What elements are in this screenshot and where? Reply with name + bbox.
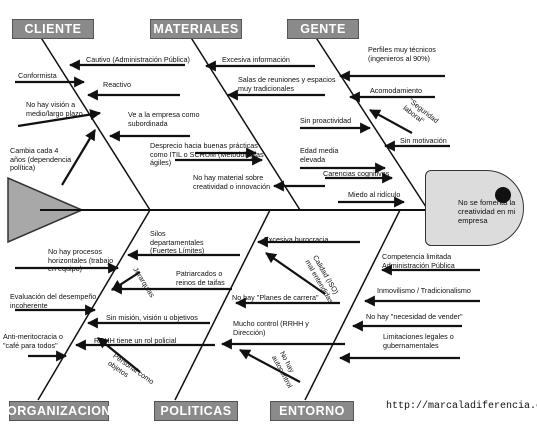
- bone-gente: [314, 35, 429, 211]
- source-url[interactable]: http://marcaladiferencia.com: [386, 401, 537, 412]
- cause-org-7: RRHH tiene un rol policial: [94, 336, 177, 345]
- bone-entorno: [304, 209, 401, 401]
- cause-gente-2: Acomodamiento: [370, 86, 422, 95]
- cause-materiales-1: Excesiva información: [222, 55, 290, 64]
- category-organizacion: ORGANIZACION: [7, 401, 110, 421]
- cause-pol-1: Excesiva burocracia: [264, 235, 329, 244]
- cause-materiales-4: No hay material sobre creatividad o inno…: [193, 173, 271, 191]
- cause-cliente-2: Conformista: [18, 71, 57, 80]
- arrow-cliente-4: [17, 109, 102, 128]
- arrow-gente-3: [369, 109, 413, 134]
- cause-org-5: Evaluación del desempeño incoherente: [10, 292, 97, 310]
- cause-cliente-6: Cambia cada 4 años (dependencia política…: [10, 146, 72, 172]
- arrow-org-4: [111, 271, 141, 291]
- category-materiales: MATERIALES: [150, 19, 242, 39]
- arrow-pol-5: [239, 349, 301, 383]
- cause-pol-3: No hay "Planes de carrera": [232, 293, 319, 302]
- cause-org-3: Patriarcados o reinos de taifas: [176, 269, 225, 287]
- cause-cliente-4: No hay visión a medio/largo plazo: [26, 100, 83, 118]
- category-politicas: POLITICAS: [154, 401, 238, 421]
- bone-politicas: [174, 209, 271, 401]
- cause-materiales-3: Desprecio hacia buenas prácticas como IT…: [150, 141, 264, 167]
- category-entorno: ENTORNO: [270, 401, 354, 421]
- cause-materiales-2: Salas de reuniones y espacios muy tradic…: [238, 75, 336, 93]
- category-gente: GENTE: [287, 19, 359, 39]
- cause-gente-8: Miedo al ridículo: [348, 190, 401, 199]
- category-cliente: CLIENTE: [12, 19, 94, 39]
- fish-head: [425, 170, 524, 246]
- cause-pol-4: Mucho control (RRHH y Dirección): [233, 319, 309, 337]
- cause-gente-1: Perfiles muy técnicos (ingenieros al 90%…: [368, 45, 436, 63]
- cause-cliente-1: Cautivo (Administración Pública): [86, 55, 190, 64]
- fish-eye: [495, 187, 511, 203]
- cause-org-2: No hay procesos horizontales (trabajo en…: [48, 247, 114, 273]
- arrow-cliente-6: [61, 129, 96, 186]
- cause-ent-3: No hay "necesidad de vender": [366, 312, 463, 321]
- cause-cliente-5: Ve a la empresa como subordinada: [128, 110, 200, 128]
- cause-cliente-3: Reactivo: [103, 80, 131, 89]
- cause-org-6: Sin misión, visión u objetivos: [106, 313, 198, 322]
- cause-gente-7: Carencias cognitivas: [323, 169, 390, 178]
- cause-ent-1: Competencia limitada Administración Públ…: [382, 252, 455, 270]
- cause-gente-5: Sin motivación: [400, 136, 447, 145]
- effect-text: No se fomenta la creatividad en mi empre…: [458, 198, 516, 225]
- cause-ent-2: Inmovilismo / Tradicionalismo: [377, 286, 471, 295]
- cause-ent-4: Limitaciones legales o gubernamentales: [383, 332, 454, 350]
- cause-gente-6: Edad media elevada: [300, 146, 339, 164]
- bone-cliente: [39, 35, 151, 211]
- cause-org-1: Silos departamentales (Fuertes Límites): [150, 229, 205, 255]
- cause-gente-4: Sin proactividad: [300, 116, 352, 125]
- cause-org-8: Anti-meritocracia o "café para todos": [3, 332, 63, 350]
- arrow-org-9: [97, 337, 141, 373]
- arrow-pol-2: [265, 252, 326, 295]
